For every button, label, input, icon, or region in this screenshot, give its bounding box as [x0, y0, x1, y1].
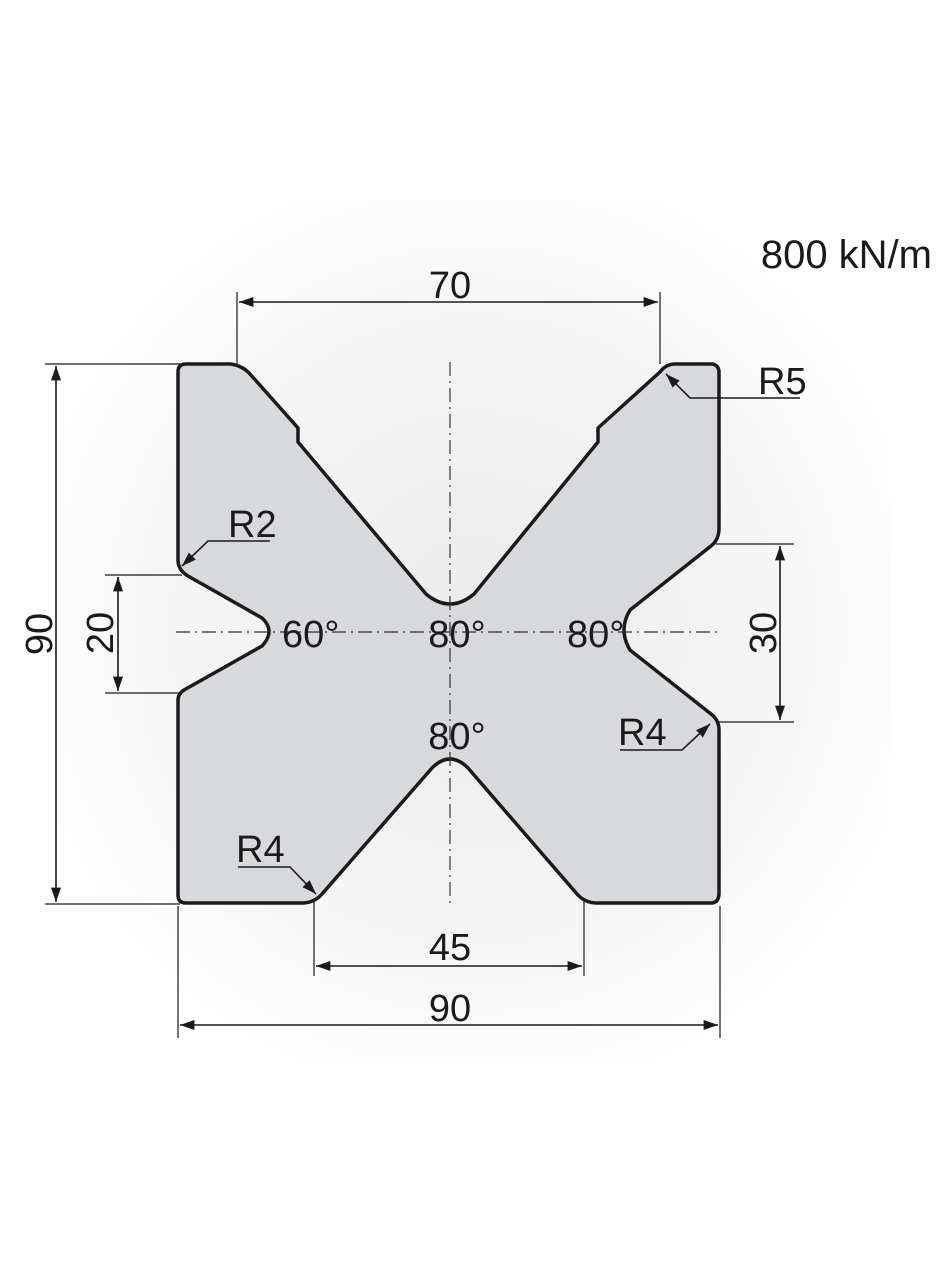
- die-profile: [176, 362, 721, 905]
- bottom-opening-label: 45: [429, 927, 471, 969]
- radius-left-label: R2: [228, 504, 277, 546]
- radius-right-leader: [620, 723, 711, 751]
- width-label: 90: [429, 988, 471, 1030]
- angle-right-v-label: 80°: [567, 614, 624, 656]
- right-opening-label: 30: [743, 612, 785, 654]
- load-rating-label: 800 kN/m: [761, 233, 932, 277]
- angle-bottom-v-label: 80°: [428, 716, 485, 758]
- top-opening-label: 70: [429, 265, 471, 307]
- radius-top-right-leader: [665, 373, 800, 399]
- radius-top-right-label: R5: [758, 361, 807, 403]
- left-opening-label: 20: [80, 612, 122, 654]
- angle-left-v-label: 60°: [282, 614, 339, 656]
- radius-left-leader: [181, 540, 270, 567]
- radius-bottom-left-leader: [238, 866, 317, 895]
- radius-right-label: R4: [618, 712, 667, 754]
- height-label: 90: [19, 613, 61, 655]
- radius-bottom-left-label: R4: [236, 829, 285, 871]
- angle-top-v-label: 80°: [428, 614, 485, 656]
